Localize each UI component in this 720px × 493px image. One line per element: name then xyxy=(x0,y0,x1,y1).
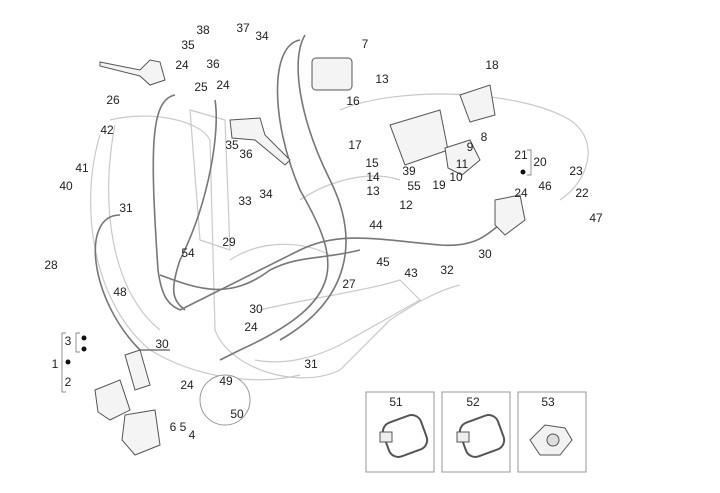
inset-label: 52 xyxy=(466,395,480,409)
scooter-frame xyxy=(90,93,589,381)
detail-circle xyxy=(199,374,251,426)
front-brake-pads xyxy=(124,349,151,391)
callout-label: 33 xyxy=(238,194,252,208)
callout-label: 30 xyxy=(478,247,492,261)
callout-label: 4 xyxy=(189,428,196,442)
callout-label: 22 xyxy=(575,186,589,200)
callout-label: 25 xyxy=(194,80,208,94)
rear-caliper-bracket xyxy=(494,194,526,236)
rear-brake-lever xyxy=(229,117,291,166)
callout-label: 36 xyxy=(239,147,253,161)
cable-clamp-icon xyxy=(456,414,506,458)
inset-53: 53 xyxy=(517,391,587,473)
front-brake-lever xyxy=(99,59,166,86)
callout-label: 47 xyxy=(589,211,603,225)
callout-label: 42 xyxy=(100,123,114,137)
callout-label: 27 xyxy=(342,277,356,291)
callout-label: 19 xyxy=(432,178,446,192)
front-caliper-mount xyxy=(121,409,161,456)
callout-label: 28 xyxy=(44,258,58,272)
callout-label: 36 xyxy=(206,57,220,71)
callout-label: 21 xyxy=(514,148,528,162)
callout-label: 18 xyxy=(485,58,499,72)
callout-label: 55 xyxy=(407,179,421,193)
callout-label: 24 xyxy=(216,78,230,92)
callout-label: 48 xyxy=(113,285,127,299)
group-brackets xyxy=(61,149,532,393)
rear-caliper xyxy=(444,139,481,176)
callout-label: 41 xyxy=(75,161,89,175)
callout-label: 5 xyxy=(180,420,187,434)
callout-label: 16 xyxy=(346,94,360,108)
callout-label: 20 xyxy=(533,155,547,169)
wheel-speed-sensor-icon xyxy=(529,424,573,456)
callout-label: 24 xyxy=(514,186,528,200)
parts xyxy=(94,57,526,456)
callout-label: 8 xyxy=(481,130,488,144)
callout-label: 3 xyxy=(65,334,72,348)
callout-label: 17 xyxy=(348,138,362,152)
callout-label: 31 xyxy=(304,357,318,371)
callout-label: 13 xyxy=(375,72,389,86)
callout-label: 39 xyxy=(402,164,416,178)
callout-label: 31 xyxy=(119,201,133,215)
inset-label: 53 xyxy=(541,395,555,409)
callout-label: 15 xyxy=(365,156,379,170)
callout-label: 44 xyxy=(369,218,383,232)
callout-label: 37 xyxy=(236,21,250,35)
callout-label: 13 xyxy=(366,184,380,198)
callout-label: 23 xyxy=(569,164,583,178)
callout-label: 1 xyxy=(52,357,59,371)
callout-label: 32 xyxy=(440,263,454,277)
callout-label: 34 xyxy=(255,29,269,43)
abs-cover xyxy=(459,84,496,123)
callout-label: 12 xyxy=(399,198,413,212)
callout-label: 29 xyxy=(222,235,236,249)
callout-label: 38 xyxy=(196,23,210,37)
callout-label: 40 xyxy=(59,179,73,193)
callout-label: 9 xyxy=(467,140,474,154)
callout-label: 24 xyxy=(244,320,258,334)
inset-label: 51 xyxy=(389,395,403,409)
callout-label: 49 xyxy=(219,374,233,388)
callout-label: 7 xyxy=(362,37,369,51)
inset-51: 51 xyxy=(365,391,435,473)
callout-label: 11 xyxy=(456,157,469,171)
abs-bracket xyxy=(389,109,449,166)
callout-label: 35 xyxy=(181,38,195,52)
callout-label: 43 xyxy=(404,266,418,280)
callout-label: 14 xyxy=(366,170,380,184)
callout-label: 30 xyxy=(249,302,263,316)
inset-52: 52 xyxy=(441,391,511,473)
callout-label: 2 xyxy=(65,375,72,389)
callout-label: 54 xyxy=(181,246,195,260)
callout-label: 24 xyxy=(175,58,189,72)
callout-label: 10 xyxy=(449,170,463,184)
callout-label: 34 xyxy=(259,187,273,201)
callout-label: 46 xyxy=(538,179,552,193)
callout-label: 24 xyxy=(180,378,194,392)
abs-modulator xyxy=(311,57,353,91)
callout-label: 45 xyxy=(376,255,390,269)
brake-lines xyxy=(94,34,501,361)
callout-label: 26 xyxy=(106,93,120,107)
callout-label: 50 xyxy=(230,407,244,421)
callout-label: 30 xyxy=(155,337,169,351)
callout-label: 35 xyxy=(225,138,239,152)
callout-label: 6 xyxy=(170,420,177,434)
callout-labels: 38 37 34 35 36 24 25 24 26 42 35 36 41 4… xyxy=(44,21,603,442)
cable-clamp-icon xyxy=(379,414,429,458)
front-caliper xyxy=(94,379,131,421)
